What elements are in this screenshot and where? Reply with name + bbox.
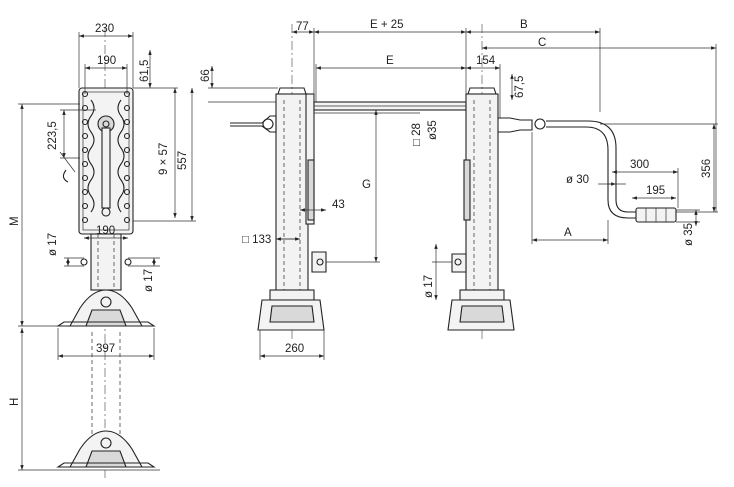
dim-sq133: □ 133: [242, 234, 271, 246]
dim-A: A: [564, 227, 572, 239]
dim-356: 356: [701, 159, 713, 178]
dim-d30: ø 30: [566, 174, 589, 186]
dim-d17-right: ø 17: [143, 269, 155, 292]
dim-sq28: □ 28: [411, 123, 423, 146]
left-dimensions: 230 190 61,5 223,5 9 × 57 557 M H ø 17: [9, 23, 196, 470]
dim-d35: ø 35: [683, 223, 695, 246]
dim-E: E: [386, 55, 394, 67]
dim-61-5: 61,5: [139, 60, 151, 82]
dim-190-top: 190: [97, 55, 116, 67]
dim-223-5: 223,5: [47, 121, 59, 150]
dim-67-5: 67,5: [514, 76, 526, 98]
dim-C: C: [538, 37, 546, 49]
dim-M: M: [9, 216, 21, 226]
dim-43: 43: [332, 199, 345, 211]
bolt-pattern: [81, 90, 131, 224]
dim-397: 397: [96, 343, 115, 355]
dim-557: 557: [177, 151, 189, 170]
front-view-left: [18, 28, 160, 478]
dim-77: 77: [296, 21, 309, 33]
dim-190-mid: 190: [96, 225, 115, 237]
dim-B: B: [520, 19, 528, 31]
dim-G: G: [362, 179, 371, 191]
dim-195: 195: [646, 185, 665, 197]
dim-300: 300: [630, 159, 649, 171]
dim-H: H: [9, 398, 21, 406]
dim-154: 154: [476, 55, 496, 67]
dim-66: 66: [200, 69, 212, 82]
dim-d17-left: ø 17: [47, 233, 59, 256]
side-view-pair: [230, 24, 546, 340]
pair-dimensions: 77 E + 25 B C E 154 66 67,5 □ 28 ø35: [200, 19, 717, 360]
dim-d35e: ø35: [427, 120, 439, 140]
crank-handle: [546, 120, 677, 223]
dim-E-plus-25: E + 25: [370, 19, 404, 31]
dim-260: 260: [285, 343, 304, 355]
dim-d17-mid: ø 17: [423, 275, 435, 298]
dim-9x57: 9 × 57: [158, 143, 170, 175]
crank-dimensions: 356 300 ø 30 195 A ø 35: [531, 123, 718, 246]
dim-230: 230: [95, 23, 114, 35]
